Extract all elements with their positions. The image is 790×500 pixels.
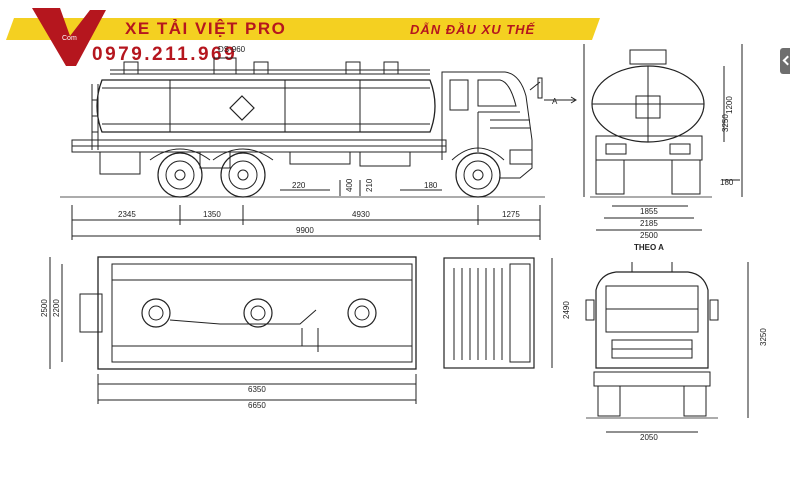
flammable-hazard-icon xyxy=(229,95,255,121)
dim-180: 180 xyxy=(424,181,438,190)
dim-front-height: 3250 xyxy=(759,328,768,346)
rear-view-caption: THEO A xyxy=(634,243,664,252)
front-view xyxy=(585,262,749,433)
brand-slogan: DẪN ĐẦU XU THẾ xyxy=(410,22,536,37)
tank-label: DS-960 xyxy=(218,45,246,54)
dim-wheelbase: 4930 xyxy=(352,210,370,219)
dim-width-2500: 2500 xyxy=(640,231,658,240)
rear-view xyxy=(583,44,743,231)
dim-wheel-spacing: 1350 xyxy=(203,210,221,219)
top-view xyxy=(49,256,553,404)
dim-cab-width: 2490 xyxy=(562,301,571,319)
dim-track-2185: 2185 xyxy=(640,219,658,228)
dim-overall-length: 9900 xyxy=(296,226,314,235)
logo-text: Com xyxy=(62,35,77,42)
brand-logo: Com xyxy=(32,8,106,66)
dim-overall-width: 2500 xyxy=(40,299,49,317)
phone-number[interactable]: 0979.211.969 xyxy=(92,44,238,65)
dim-210: 210 xyxy=(365,178,374,192)
dim-front-track: 2050 xyxy=(640,433,658,442)
dim-220: 220 xyxy=(292,181,306,190)
dim-rear-height: 3250 xyxy=(721,114,730,132)
dim-tank-length: 6350 xyxy=(248,385,266,394)
dim-400: 400 xyxy=(345,178,354,192)
side-view xyxy=(60,57,577,240)
dim-track-1855: 1855 xyxy=(640,207,658,216)
dim-body-length: 6650 xyxy=(248,401,266,410)
dim-rear-overhang: 1275 xyxy=(502,210,520,219)
dim-tank-height: 1200 xyxy=(725,96,734,114)
chevron-left-icon[interactable] xyxy=(780,48,790,74)
dim-front-overhang: 2345 xyxy=(118,210,136,219)
section-marker: A xyxy=(552,97,558,106)
dim-ground-clearance: 180 xyxy=(720,178,734,187)
dim-tank-width: 2200 xyxy=(52,299,61,317)
brand-name: XE TẢI VIỆT PRO xyxy=(125,19,287,38)
